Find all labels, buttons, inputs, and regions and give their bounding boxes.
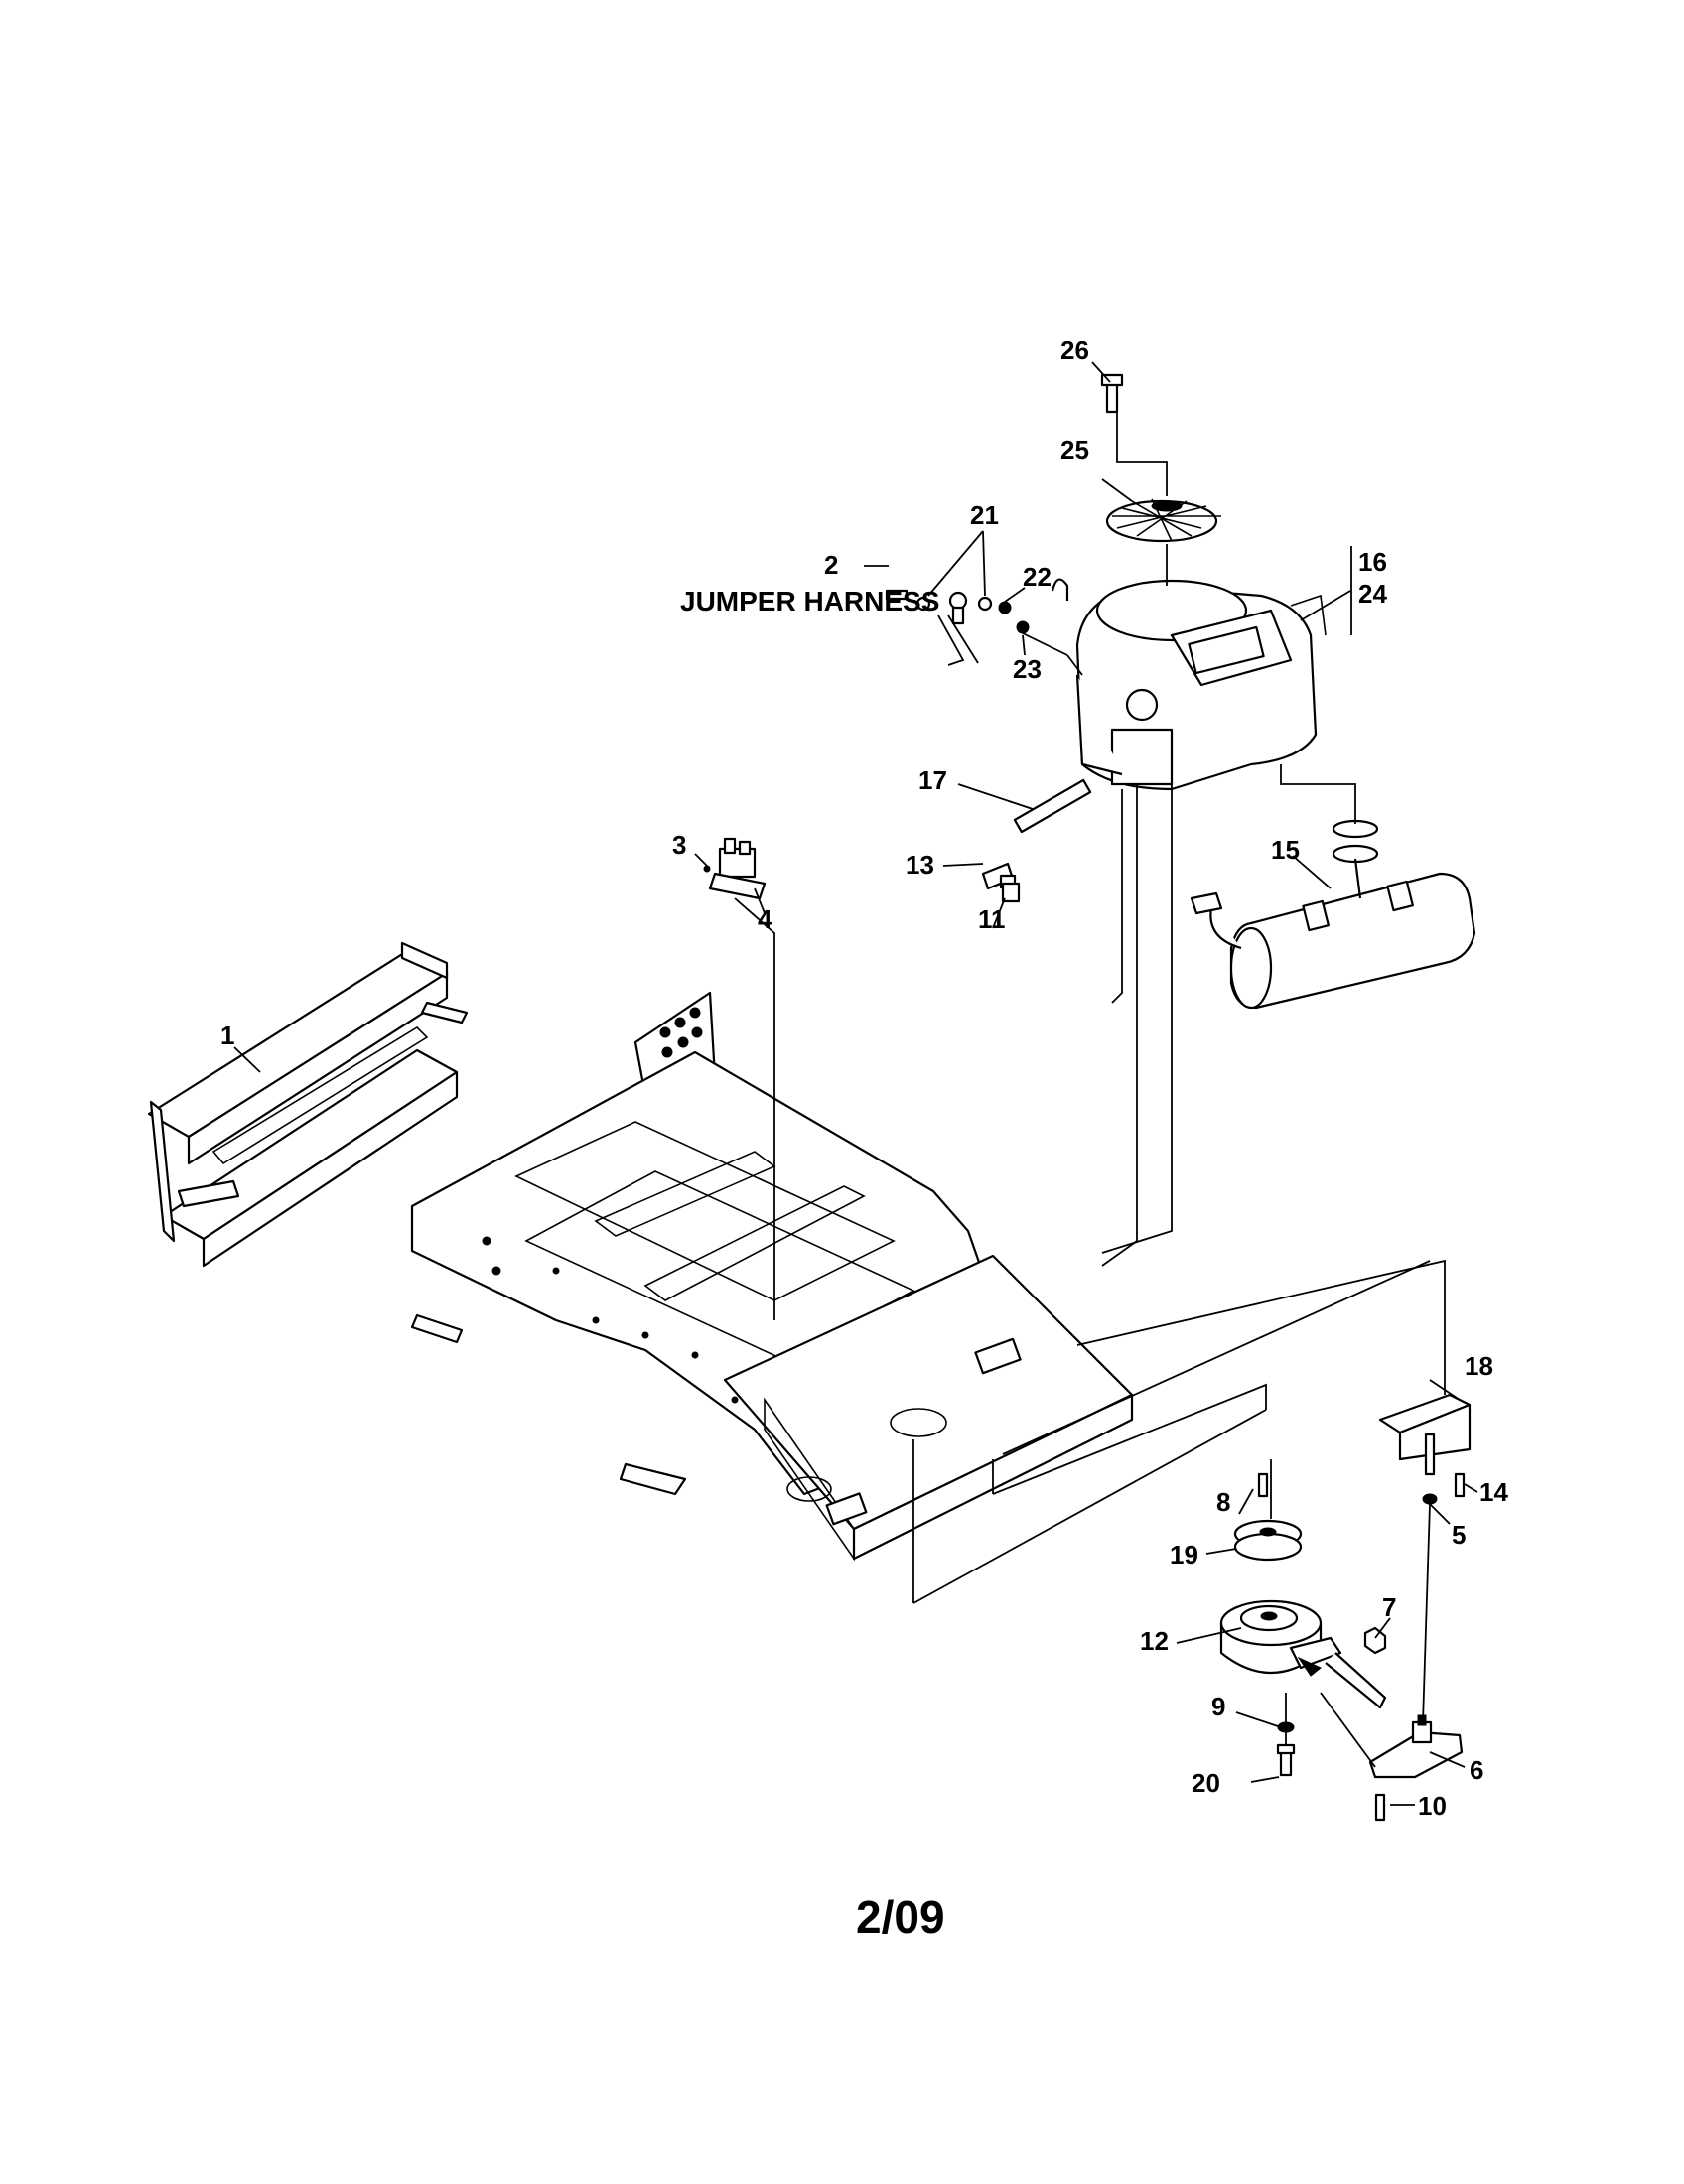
callout-3: 3 xyxy=(672,830,686,860)
pulley-19 xyxy=(1233,1519,1303,1562)
callout-6: 6 xyxy=(1470,1755,1483,1785)
jumper-harness xyxy=(885,578,1069,634)
electric-clutch xyxy=(1219,1599,1387,1709)
callout-12: 12 xyxy=(1140,1626,1169,1656)
callout-14: 14 xyxy=(1479,1477,1508,1507)
mower-frame xyxy=(147,941,1134,1562)
callout-20: 20 xyxy=(1192,1768,1220,1798)
callout-leaders xyxy=(233,361,1478,1806)
callout-26: 26 xyxy=(1060,336,1089,365)
solenoid-switch xyxy=(703,837,767,900)
assembly-leads xyxy=(734,412,1446,1768)
callout-8: 8 xyxy=(1216,1487,1230,1517)
muffler xyxy=(1190,819,1476,1010)
callout-13: 13 xyxy=(906,850,934,880)
callout-17: 17 xyxy=(918,765,947,795)
callout-10: 10 xyxy=(1418,1791,1447,1821)
callout-25: 25 xyxy=(1060,435,1089,465)
callout-5: 5 xyxy=(1452,1520,1466,1550)
date-code: 2/09 xyxy=(856,1891,945,1943)
callout-15: 15 xyxy=(1271,835,1300,865)
callout-23: 23 xyxy=(1013,654,1042,684)
callout-7: 7 xyxy=(1382,1592,1396,1622)
callout-2: 2 xyxy=(824,550,838,580)
callout-11: 11 xyxy=(978,904,1006,934)
screw-26 xyxy=(1100,373,1124,414)
callout-24: 24 xyxy=(1358,579,1387,609)
bracket-18 xyxy=(1378,1393,1472,1476)
callout-labels: 1 2 3 4 5 6 7 8 9 10 11 12 13 14 15 16 1… xyxy=(220,336,1508,1821)
callout-19: 19 xyxy=(1170,1540,1198,1570)
jumper-harness-label: JUMPER HARNESS xyxy=(680,586,939,616)
callout-18: 18 xyxy=(1465,1351,1493,1381)
callout-1: 1 xyxy=(220,1021,234,1050)
callout-9: 9 xyxy=(1211,1692,1225,1721)
callout-21: 21 xyxy=(970,500,999,530)
engine-assembly xyxy=(1075,579,1327,791)
callout-16: 16 xyxy=(1358,547,1387,577)
air-filter-cover xyxy=(1105,498,1221,543)
callout-22: 22 xyxy=(1023,562,1052,592)
callout-4: 4 xyxy=(758,904,772,934)
dipstick-tube xyxy=(981,778,1092,903)
hardware xyxy=(1257,1472,1466,1822)
